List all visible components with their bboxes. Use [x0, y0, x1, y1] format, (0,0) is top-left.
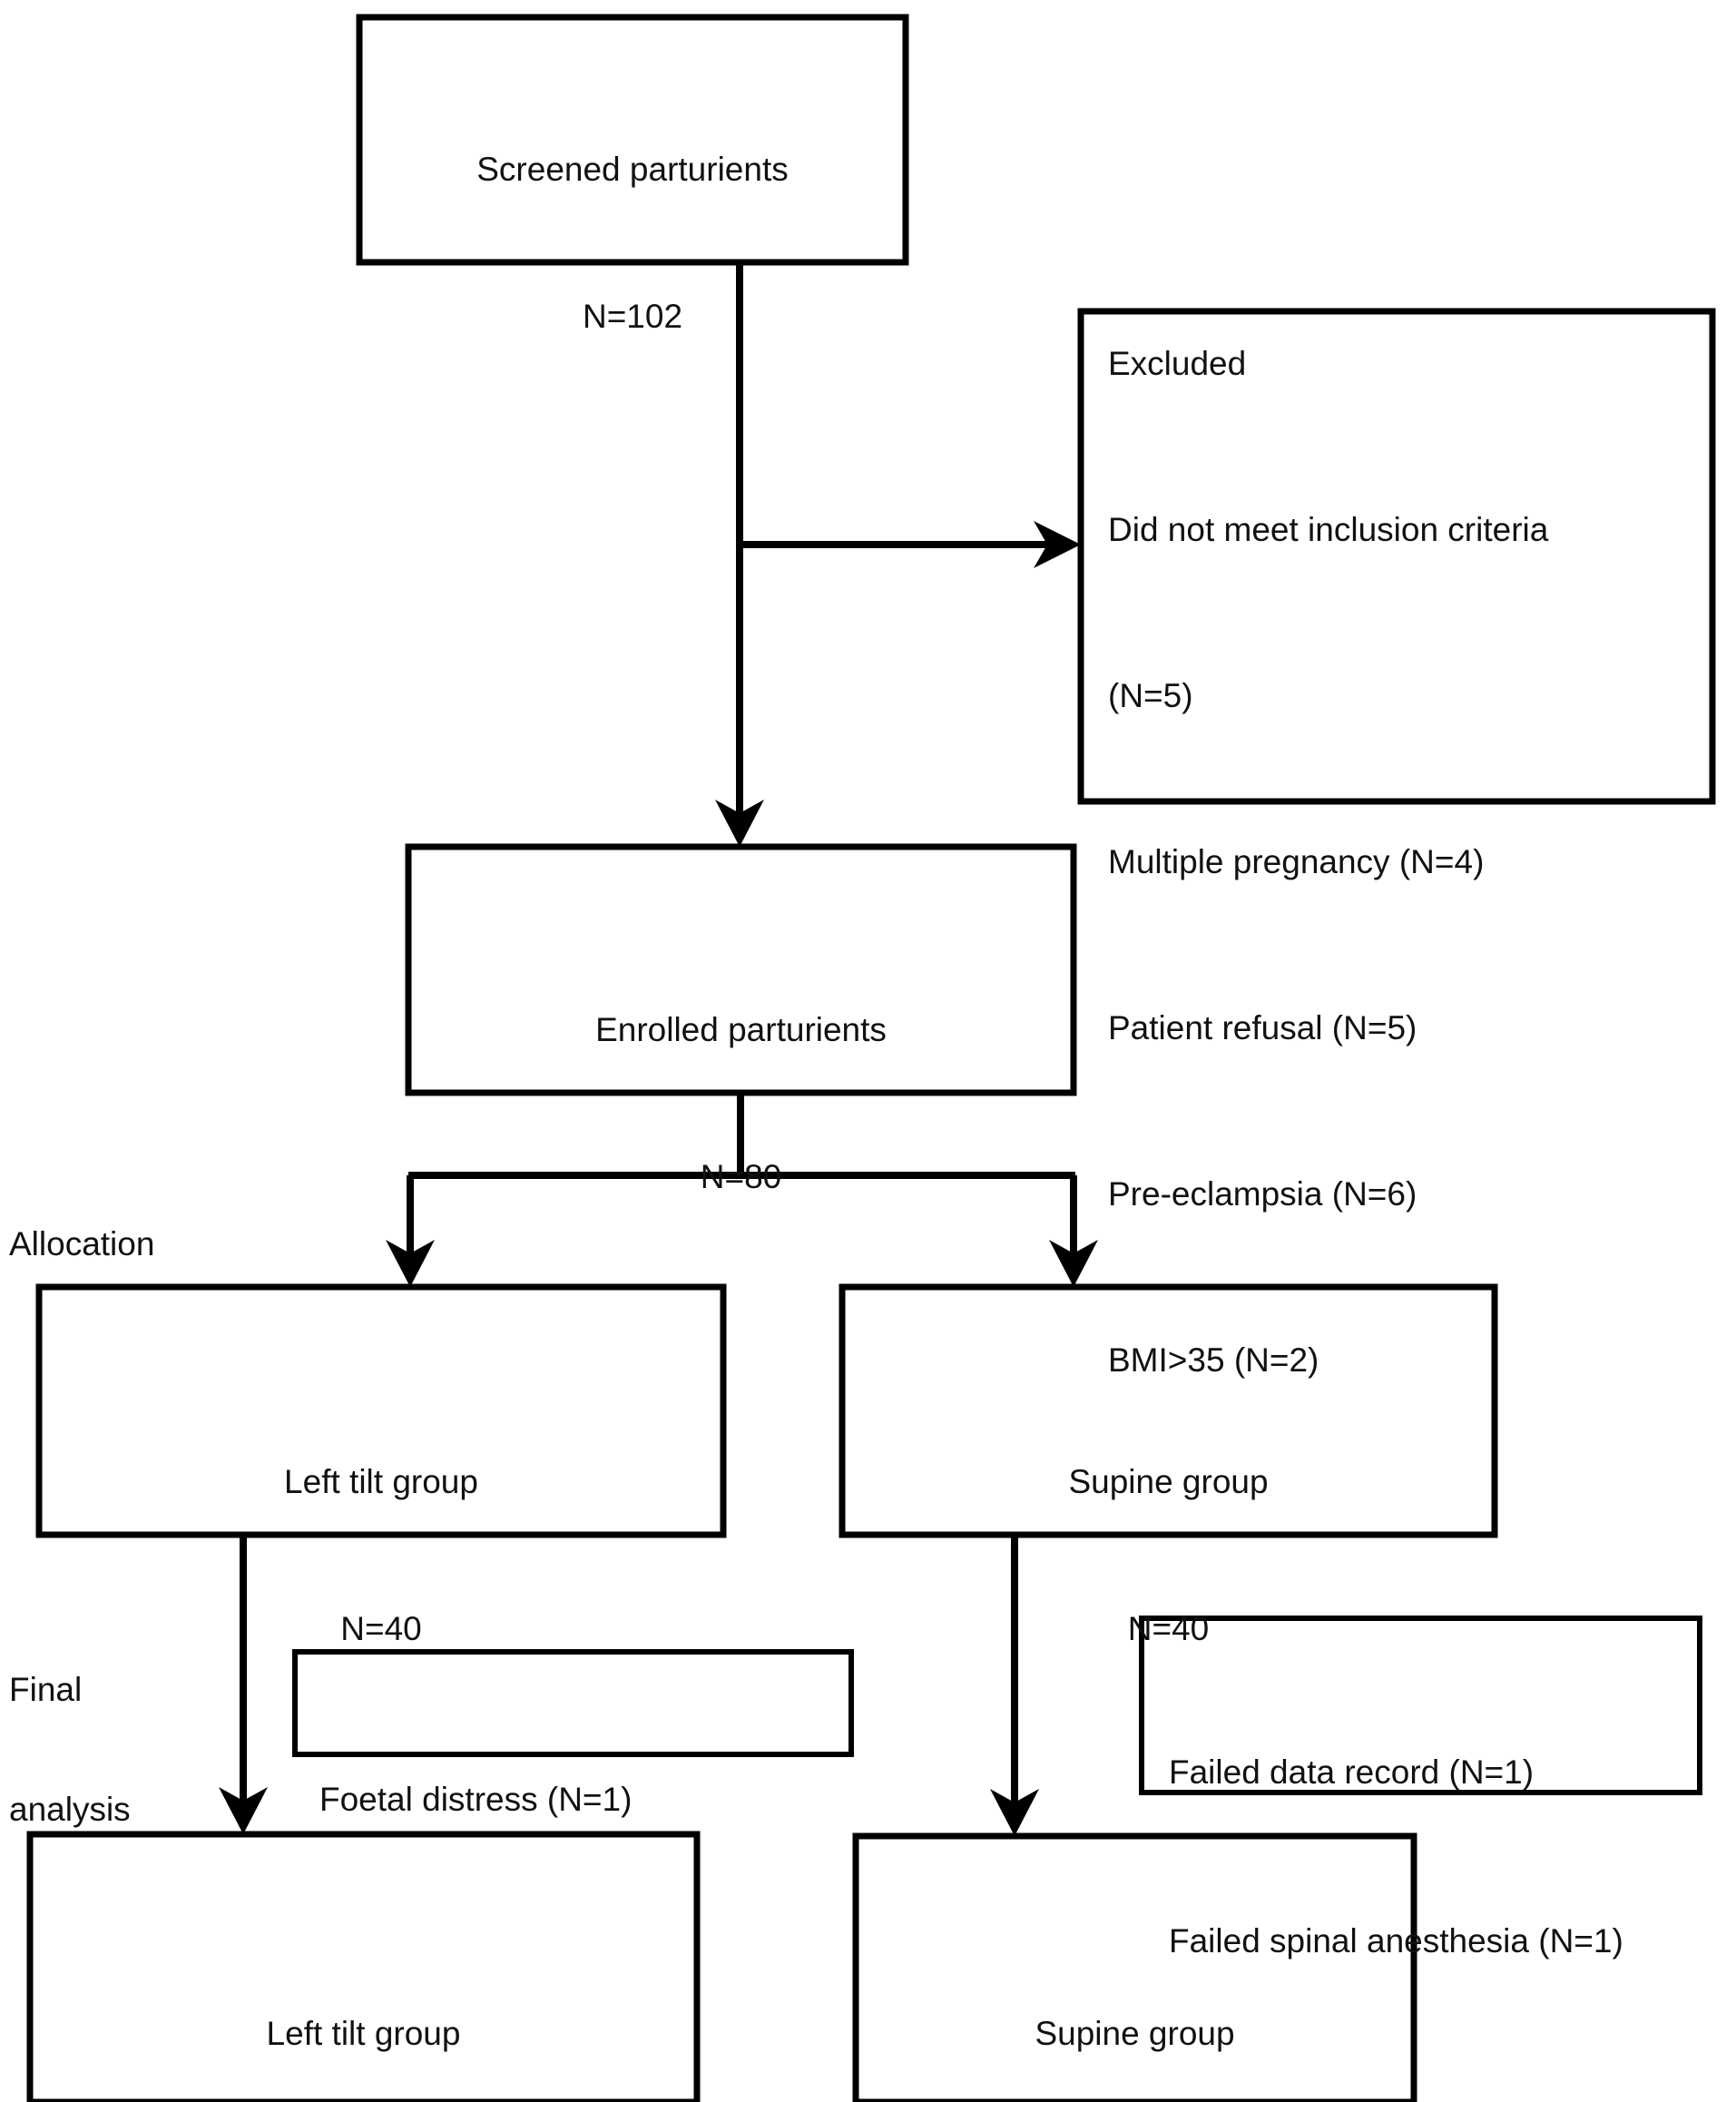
- foetal-distress-label: Foetal distress (N=1): [319, 1781, 633, 1818]
- left-tilt-excluded-box: [292, 1649, 854, 1757]
- supine-allocated-label: Supine group: [1068, 1463, 1269, 1500]
- stage-label-allocation: Allocation: [9, 1144, 309, 1344]
- arrowhead-enrolled: [715, 800, 764, 847]
- excluded-heading: Excluded: [1108, 345, 1247, 382]
- arrowhead-left-tilt-allocated: [386, 1240, 435, 1287]
- left-tilt-allocated-count: N=40: [340, 1610, 422, 1647]
- enrolled-box-text: Enrolled parturients N=80: [408, 908, 1074, 1300]
- excluded-item-1: (N=5): [1108, 677, 1193, 714]
- screened-count: N=102: [582, 298, 683, 335]
- arrowhead-left-tilt-analysed: [219, 1787, 268, 1834]
- screened-label: Screened parturients: [476, 151, 789, 188]
- final-analysis-label-line1: Final: [9, 1671, 83, 1708]
- enrolled-label: Enrolled parturients: [595, 1011, 887, 1048]
- left-tilt-allocated-label: Left tilt group: [284, 1463, 478, 1500]
- screened-box-text: Screened parturients N=102: [359, 47, 906, 439]
- left-tilt-allocated-box: [35, 1283, 727, 1538]
- excluded-item-0: Did not meet inclusion criteria: [1108, 511, 1549, 548]
- left-tilt-excluded-text: Foetal distress (N=1): [319, 1677, 846, 1922]
- supine-excluded-box: [1139, 1616, 1702, 1795]
- left-tilt-analysed-label: Left tilt group: [266, 2015, 461, 2052]
- failed-spinal-anesthesia-label: Failed spinal anesthesia (N=1): [1169, 1922, 1623, 1960]
- excluded-item-4: Pre-eclampsia (N=6): [1108, 1175, 1417, 1213]
- supine-analysed-text: Supine group N=38: [856, 1911, 1414, 2102]
- left-tilt-analysed-box: [26, 1831, 701, 2102]
- final-analysis-label-line2: analysis: [9, 1791, 131, 1828]
- excluded-box: [1077, 308, 1716, 805]
- enrolled-box: [405, 843, 1077, 1096]
- failed-data-record-label: Failed data record (N=1): [1169, 1753, 1535, 1791]
- supine-allocated-box: [839, 1283, 1498, 1538]
- supine-analysed-box: [852, 1832, 1417, 2102]
- screened-box: [356, 14, 909, 266]
- enrolled-count: N=80: [700, 1158, 782, 1195]
- stage-label-final-analysis: Final analysis: [9, 1590, 309, 1910]
- excluded-item-2: Multiple pregnancy (N=4): [1108, 843, 1485, 880]
- supine-analysed-label: Supine group: [1035, 2015, 1235, 2052]
- left-tilt-allocated-text: Left tilt group N=40: [39, 1360, 723, 1752]
- excluded-item-3: Patient refusal (N=5): [1108, 1009, 1417, 1046]
- arrowhead-supine-allocated: [1049, 1240, 1098, 1287]
- supine-allocated-count: N=40: [1127, 1610, 1210, 1647]
- left-tilt-analysed-text: Left tilt group N=39: [30, 1911, 697, 2102]
- arrowhead-excluded: [1034, 521, 1081, 568]
- supine-allocated-text: Supine group N=40: [842, 1360, 1495, 1752]
- supine-excluded-text: Failed data record (N=1) Failed spinal a…: [1169, 1632, 1695, 2082]
- excluded-item-5: BMI>35 (N=2): [1108, 1341, 1319, 1379]
- allocation-label-text: Allocation: [9, 1225, 155, 1262]
- arrowhead-supine-analysed: [990, 1789, 1039, 1836]
- excluded-box-text: Excluded Did not meet inclusion criteria…: [1108, 225, 1707, 1498]
